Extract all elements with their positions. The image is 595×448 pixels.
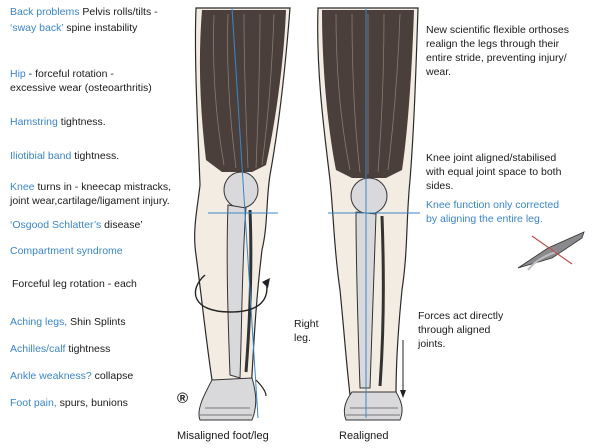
- knee-function-text-line-2: by aligning the entire leg.: [426, 213, 543, 225]
- label-iliotibial-band: Iliotibial band tightness.: [10, 150, 120, 162]
- knee-aligned-text-line-3: sides.: [426, 180, 454, 192]
- label-foot-pain: Foot pain, spurs, bunions: [10, 397, 128, 409]
- knee-aligned-text-line-2: with equal joint space to both: [426, 166, 562, 178]
- knee-function-text-line-1: Knee function only corrected: [426, 199, 560, 211]
- label-sway-back: ‘sway back’ spine instability: [10, 22, 138, 34]
- knee-aligned-text-line-1: Knee joint aligned/stabilised: [426, 152, 557, 164]
- label-forceful-leg-rotation: Forceful leg rotation - each: [12, 278, 137, 290]
- realigned-toes: [346, 407, 400, 416]
- label-compartment-syndrome: Compartment syndrome: [10, 245, 123, 257]
- registered-mark: ®: [177, 390, 189, 407]
- forces-text-line-2: through aligned: [418, 324, 491, 336]
- misaligned-thigh-muscles: [199, 10, 286, 172]
- realigned-leg: [317, 7, 420, 421]
- misaligned-tibia: [226, 204, 247, 379]
- caption-realigned: Realigned: [339, 430, 389, 442]
- rotation-arrow: [194, 274, 268, 313]
- forces-text-line-3: joints.: [418, 338, 446, 350]
- label-achilles-calf: Achilles/calf tightness: [10, 343, 111, 355]
- label-aching-legs: Aching legs, Shin Splints: [10, 316, 126, 328]
- misaligned-leg: [194, 7, 291, 421]
- misaligned-foot: [198, 377, 257, 421]
- right-leg-label-line-2: leg.: [294, 332, 311, 344]
- label-osgood-schlatter: ‘Osgood Schlatter’s disease’: [10, 219, 143, 231]
- realigned-foot: [343, 391, 403, 421]
- label-hip: Hip - forceful rotation -: [10, 68, 114, 80]
- realigned-muscle-striations: [335, 13, 401, 174]
- orthoses-text-line-3: entire stride, preventing injury/: [426, 52, 567, 64]
- label-osteoarthritis: excessive wear (osteoarthritis): [10, 82, 152, 94]
- label-hamstring: Hamstring tightness.: [10, 116, 106, 128]
- orthoses-text-line-2: realign the legs through their: [426, 38, 560, 50]
- label-ankle-weakness: Ankle weakness? collapse: [10, 370, 134, 382]
- misaligned-kneecap: [223, 171, 259, 209]
- orthoses-text-line-1: New scientific flexible orthoses: [426, 24, 569, 36]
- misaligned-toes: [200, 407, 252, 416]
- label-knee: Knee turns in - kneecap mistracks,: [10, 181, 172, 193]
- ankle-rotation-arrow: [255, 379, 267, 397]
- right-leg-label-line-1: Right: [294, 318, 319, 330]
- misaligned-muscle-striations: [213, 13, 275, 169]
- caption-misaligned: Misaligned foot/leg: [177, 430, 269, 442]
- forces-text-line-1: Forces act directly: [418, 310, 504, 322]
- label-joint-wear: joint wear,cartilage/ligament injury.: [10, 195, 170, 207]
- realigned-fibula: [378, 215, 385, 387]
- realigned-kneecap: [350, 177, 388, 215]
- rotation-arrow-head: [262, 278, 270, 288]
- scalpel-icon: [517, 231, 585, 271]
- force-arrow-head: [400, 390, 406, 398]
- label-back-problems: Back problems Pelvis rolls/tilts -: [10, 6, 158, 18]
- orthoses-text-line-4: wear.: [426, 66, 452, 78]
